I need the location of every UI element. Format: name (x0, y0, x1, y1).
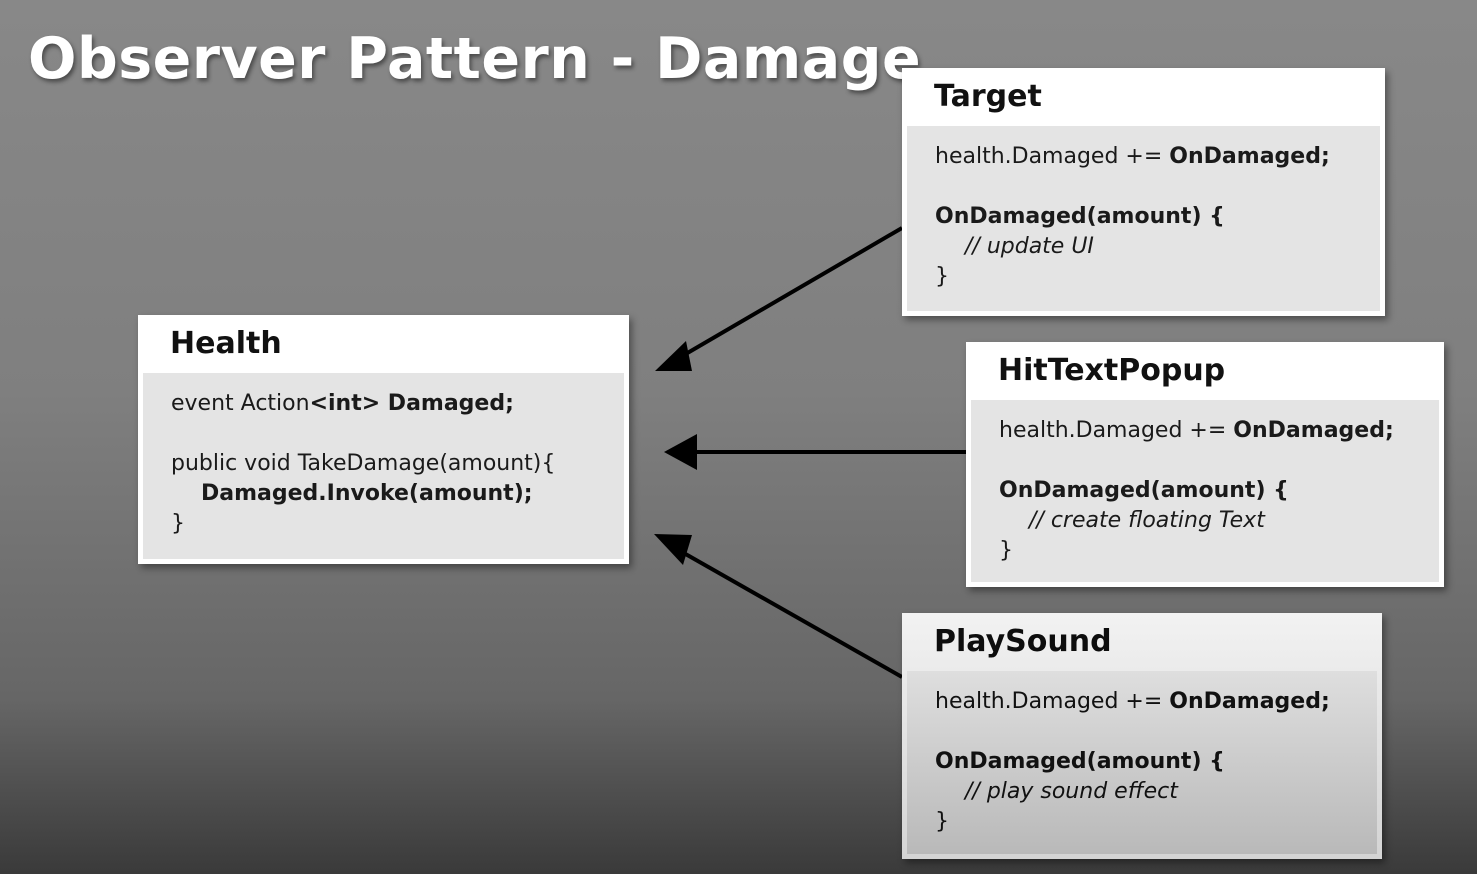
hittextpopup-box-title: HitTextPopup (998, 353, 1226, 388)
event-declaration-line: event Action<int> Damaged; (171, 389, 624, 419)
subscribe-bold: OnDamaged; (1233, 418, 1394, 443)
closing-brace: } (935, 264, 949, 289)
invoke-line: Damaged.Invoke(amount); (201, 481, 533, 506)
closing-brace: } (999, 538, 1013, 563)
health-code: event Action<int> Damaged; public void T… (143, 373, 624, 559)
subscribe-line: health.Damaged += OnDamaged; (935, 687, 1377, 717)
slide-title: Observer Pattern - Damage (28, 26, 922, 92)
handler-signature: OnDamaged(amount) { (935, 749, 1225, 774)
closing-brace: } (171, 511, 185, 536)
target-code: health.Damaged += OnDamaged; OnDamaged(a… (907, 126, 1380, 311)
handler-comment: // play sound effect (965, 779, 1178, 804)
target-box: Target health.Damaged += OnDamaged; OnDa… (902, 68, 1385, 316)
handler-signature: OnDamaged(amount) { (999, 478, 1289, 503)
closing-brace: } (935, 809, 949, 834)
arrow-playsound-to-health (681, 550, 903, 679)
health-box: Health event Action<int> Damaged; public… (138, 315, 629, 564)
subscribe-plain: health.Damaged += (935, 689, 1170, 714)
hittextpopup-box: HitTextPopup health.Damaged += OnDamaged… (966, 342, 1444, 587)
playsound-box-title: PlaySound (934, 624, 1112, 659)
subscribe-bold: OnDamaged; (1169, 689, 1330, 714)
arrowhead-target (655, 341, 692, 371)
arrowhead-hittext (664, 434, 697, 470)
handler-signature: OnDamaged(amount) { (935, 204, 1225, 229)
event-declaration-plain: event Action (171, 391, 310, 416)
subscribe-plain: health.Damaged += (935, 144, 1170, 169)
take-damage-signature: public void TakeDamage(amount){ (171, 451, 556, 476)
health-box-title: Health (170, 326, 282, 361)
subscribe-plain: health.Damaged += (999, 418, 1234, 443)
playsound-box: PlaySound health.Damaged += OnDamaged; O… (902, 613, 1382, 859)
arrow-target-to-health (682, 226, 904, 357)
playsound-code: health.Damaged += OnDamaged; OnDamaged(a… (907, 671, 1377, 854)
event-declaration-bold: <int> Damaged; (309, 391, 514, 416)
arrowhead-playsound (654, 534, 692, 565)
target-box-title: Target (934, 79, 1042, 114)
hittextpopup-code: health.Damaged += OnDamaged; OnDamaged(a… (971, 400, 1439, 582)
handler-comment: // create floating Text (1029, 508, 1265, 533)
handler-comment: // update UI (965, 234, 1094, 259)
subscribe-bold: OnDamaged; (1169, 144, 1330, 169)
subscribe-line: health.Damaged += OnDamaged; (935, 142, 1380, 172)
subscribe-line: health.Damaged += OnDamaged; (999, 416, 1439, 446)
